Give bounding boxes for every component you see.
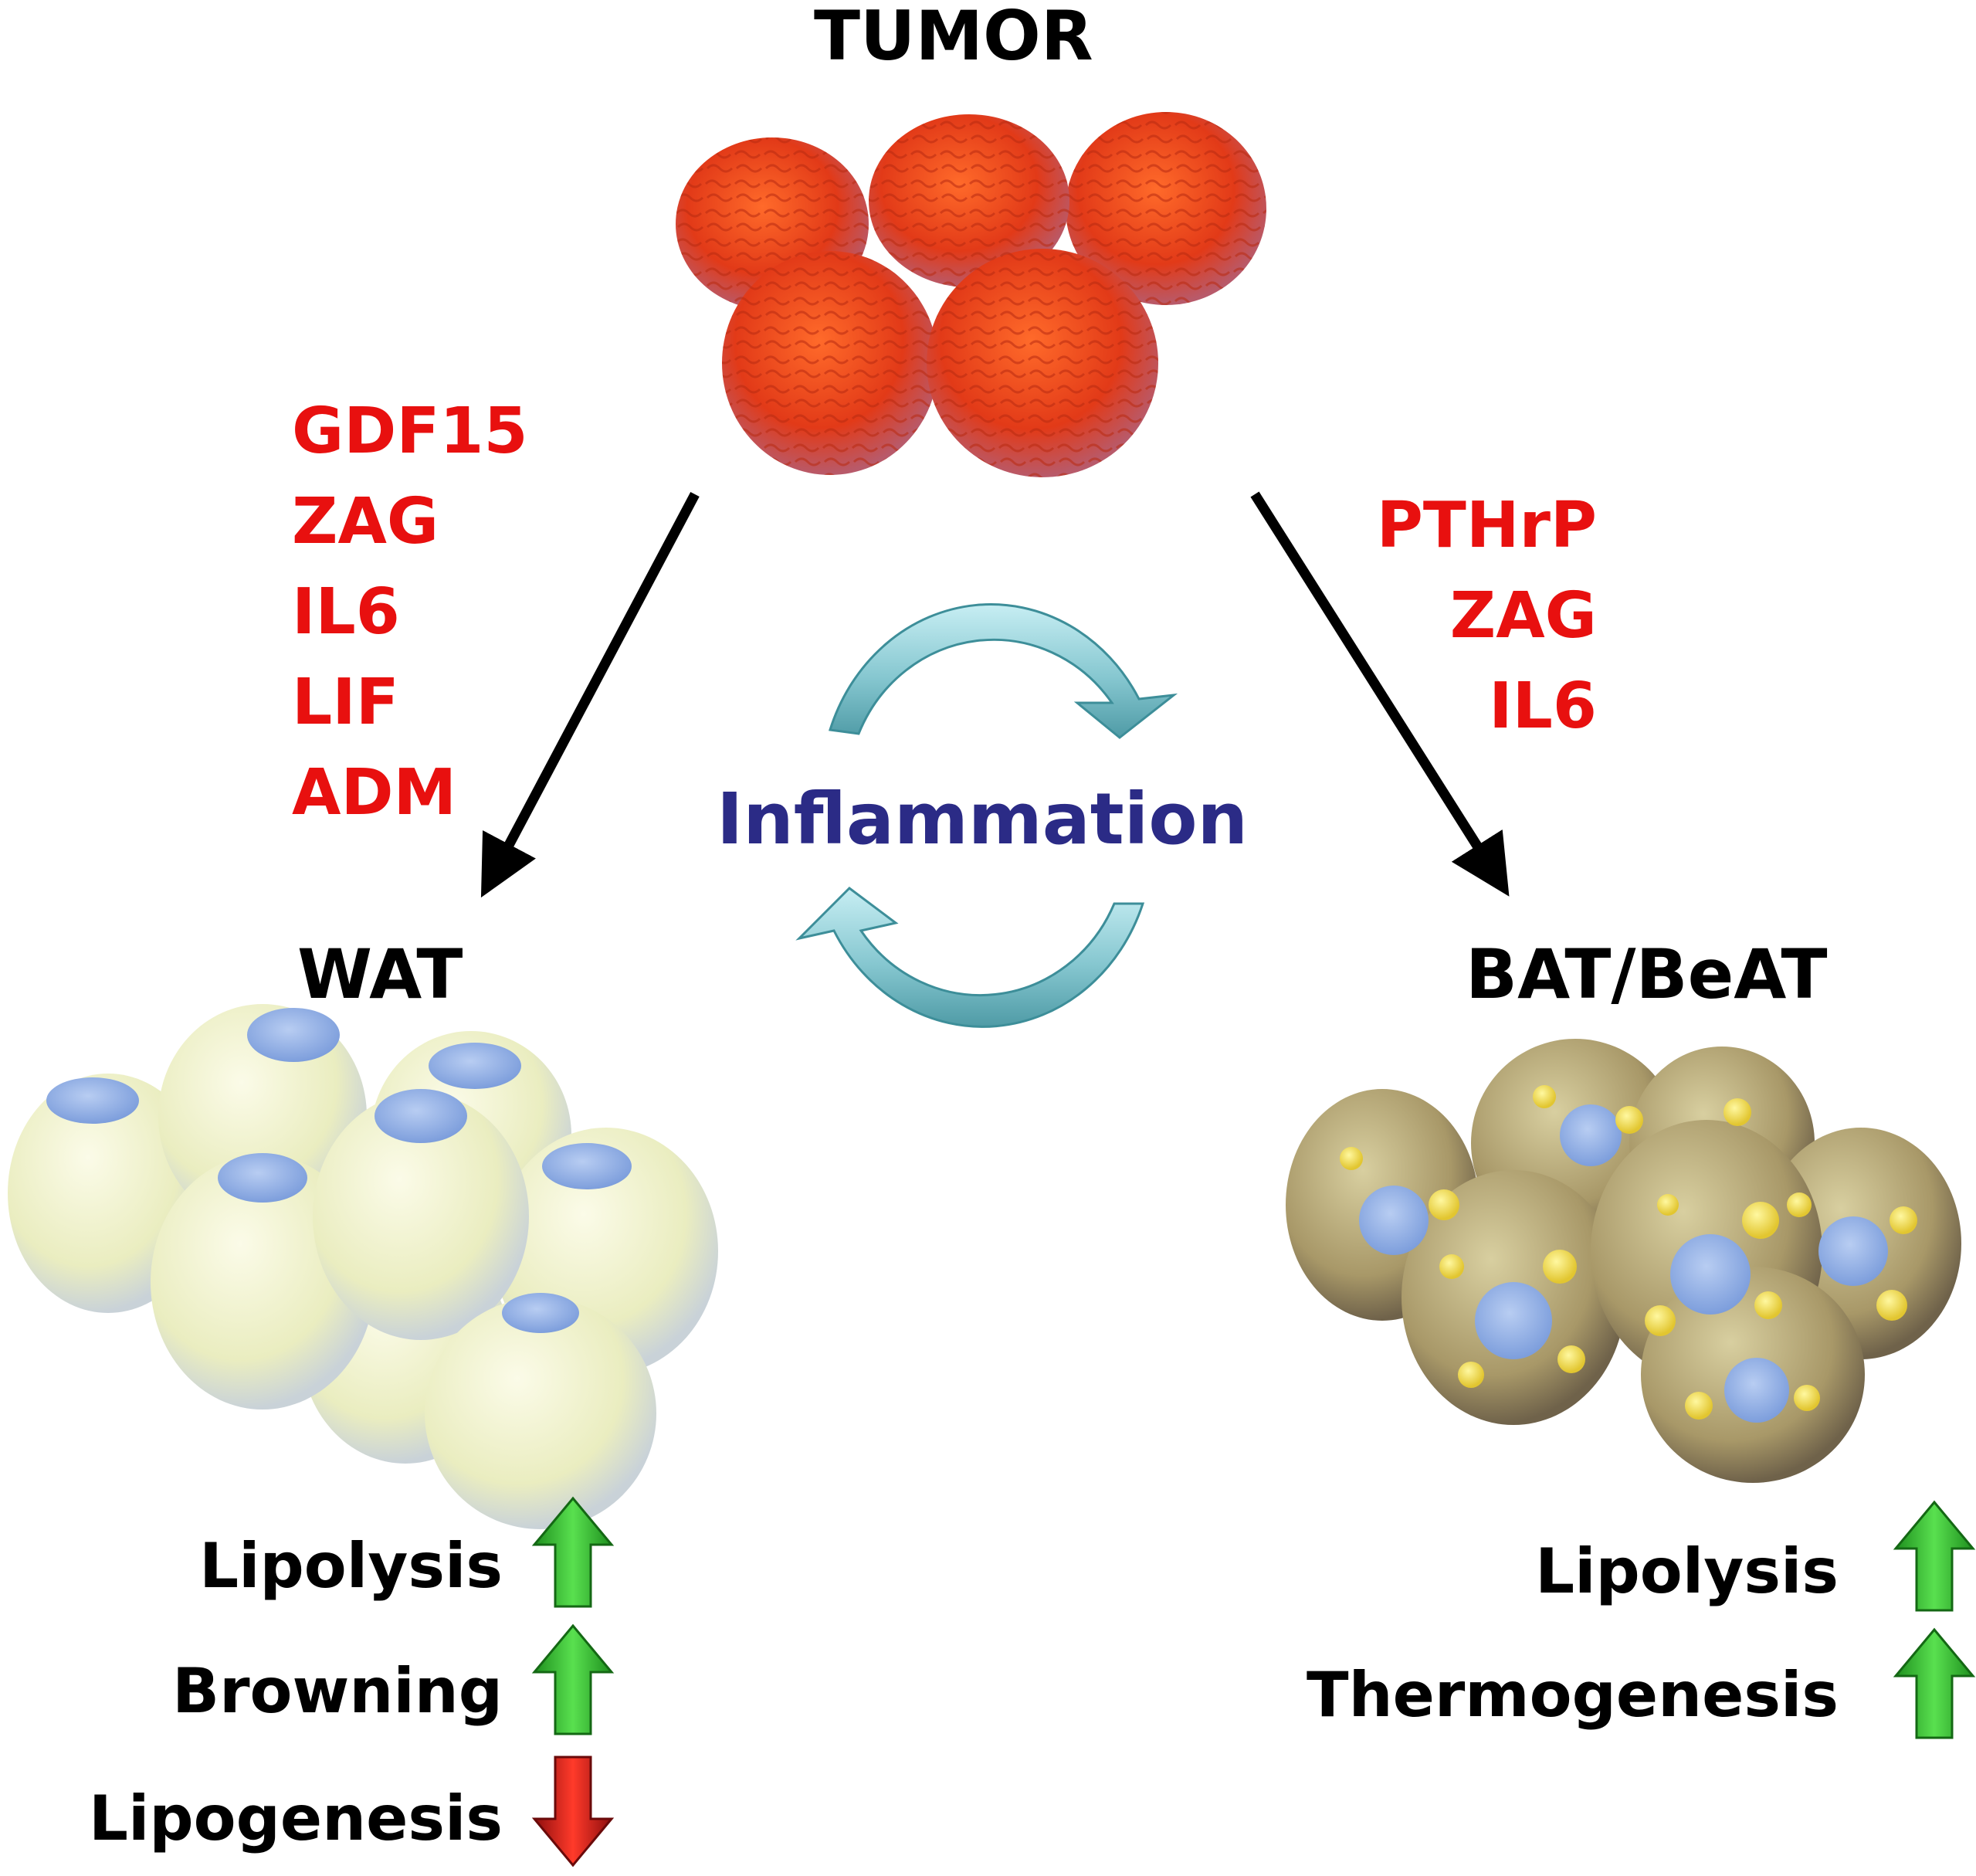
bat-factor: IL6 [1489, 670, 1597, 743]
wat-up-arrow [531, 1623, 615, 1735]
wat-factor: ADM [292, 756, 457, 829]
tumor-cells-illustration [676, 112, 1266, 477]
tumor-title: TUMOR [814, 0, 1093, 76]
bat-cells-illustration [1286, 1039, 1961, 1483]
wat-factor: LIF [292, 666, 399, 739]
wat-cells-illustration [8, 1004, 718, 1529]
bat-effect-label: Thermogenesis [1307, 1659, 1839, 1731]
bat-effect-label: Lipolysis [1535, 1535, 1839, 1607]
bat-factor: PTHrP [1376, 489, 1597, 562]
wat-factor: ZAG [292, 485, 439, 558]
bat-title: BAT/BeAT [1466, 935, 1828, 1014]
bat-factor: ZAG [1449, 579, 1597, 653]
wat-effect-label: Lipolysis [199, 1530, 503, 1602]
wat-factor: IL6 [292, 575, 400, 649]
inflammation-label: Inflammation [717, 778, 1249, 860]
arrow-tumor-to-wat [480, 491, 700, 898]
bat-up-arrow [1893, 1627, 1976, 1739]
arrow-tumor-to-bat [1250, 491, 1510, 897]
inflammation-cycle-arrows [795, 603, 1178, 1028]
wat-effect-label: Browning [172, 1655, 503, 1727]
wat-up-arrow [531, 1496, 615, 1608]
bat-up-arrow [1893, 1500, 1976, 1612]
wat-title: WAT [297, 935, 463, 1014]
wat-factor: GDF15 [292, 395, 528, 468]
wat-down-arrow [531, 1756, 615, 1868]
wat-effect-label: Lipogenesis [88, 1783, 503, 1854]
